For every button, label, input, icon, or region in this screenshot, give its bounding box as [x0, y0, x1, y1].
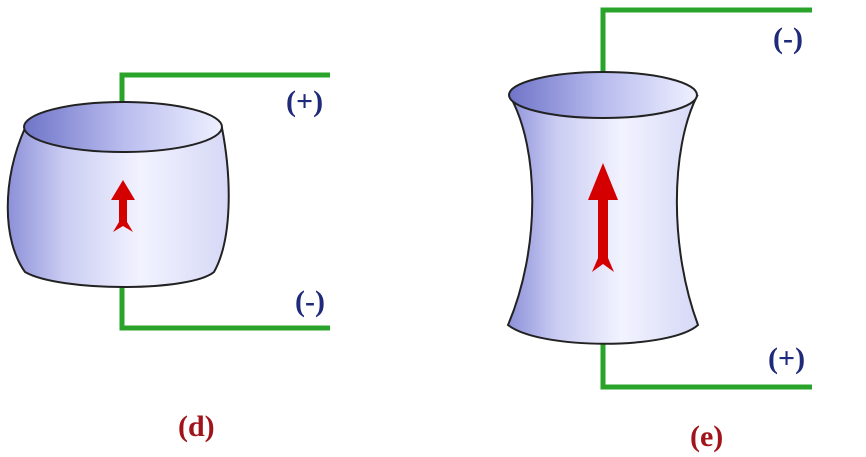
caption-e: (e) — [690, 420, 723, 453]
bottom-terminal-label-d: (-) — [295, 285, 325, 318]
barrel-top-face — [24, 102, 222, 152]
caption-d: (d) — [178, 410, 215, 443]
bottom-terminal-label-e: (+) — [768, 342, 805, 375]
top-terminal-label-d: (+) — [286, 85, 323, 118]
panel-d: (+) (-) (d) — [8, 75, 330, 443]
hourglass-top-face — [509, 72, 697, 118]
top-terminal-label-e: (-) — [773, 22, 803, 55]
panel-e: (-) (+) (e) — [508, 10, 812, 453]
